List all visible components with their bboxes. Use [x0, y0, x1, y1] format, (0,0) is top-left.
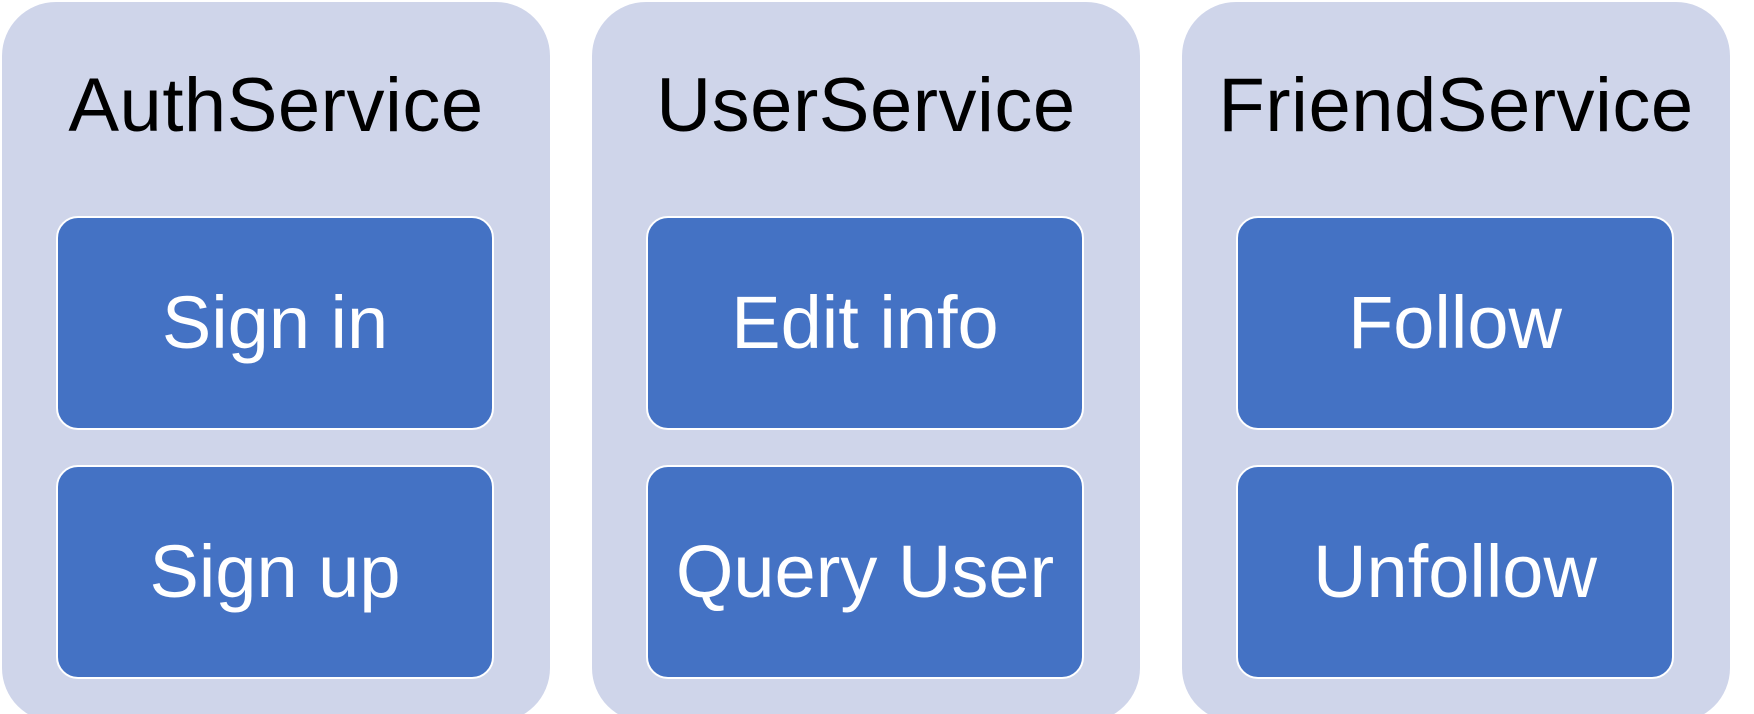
operation-label: Edit info: [731, 281, 999, 364]
operation-label: Sign up: [149, 530, 401, 613]
operation-label: Unfollow: [1313, 530, 1597, 613]
service-user: UserService Edit info Query User: [592, 2, 1140, 714]
operation-edit-info: Edit info: [646, 216, 1084, 430]
service-friend: FriendService Follow Unfollow: [1182, 2, 1730, 714]
operation-label: Follow: [1348, 281, 1562, 364]
operation-sign-in: Sign in: [56, 216, 494, 430]
operation-unfollow: Unfollow: [1236, 465, 1674, 679]
service-title: AuthService: [68, 63, 484, 148]
service-auth: AuthService Sign in Sign up: [2, 2, 550, 714]
operation-label: Query User: [675, 530, 1055, 613]
operation-sign-up: Sign up: [56, 465, 494, 679]
service-title: UserService: [656, 63, 1076, 148]
operation-follow: Follow: [1236, 216, 1674, 430]
operation-label: Sign in: [161, 281, 389, 364]
operation-query-user: Query User: [646, 465, 1084, 679]
service-title: FriendService: [1218, 63, 1694, 148]
